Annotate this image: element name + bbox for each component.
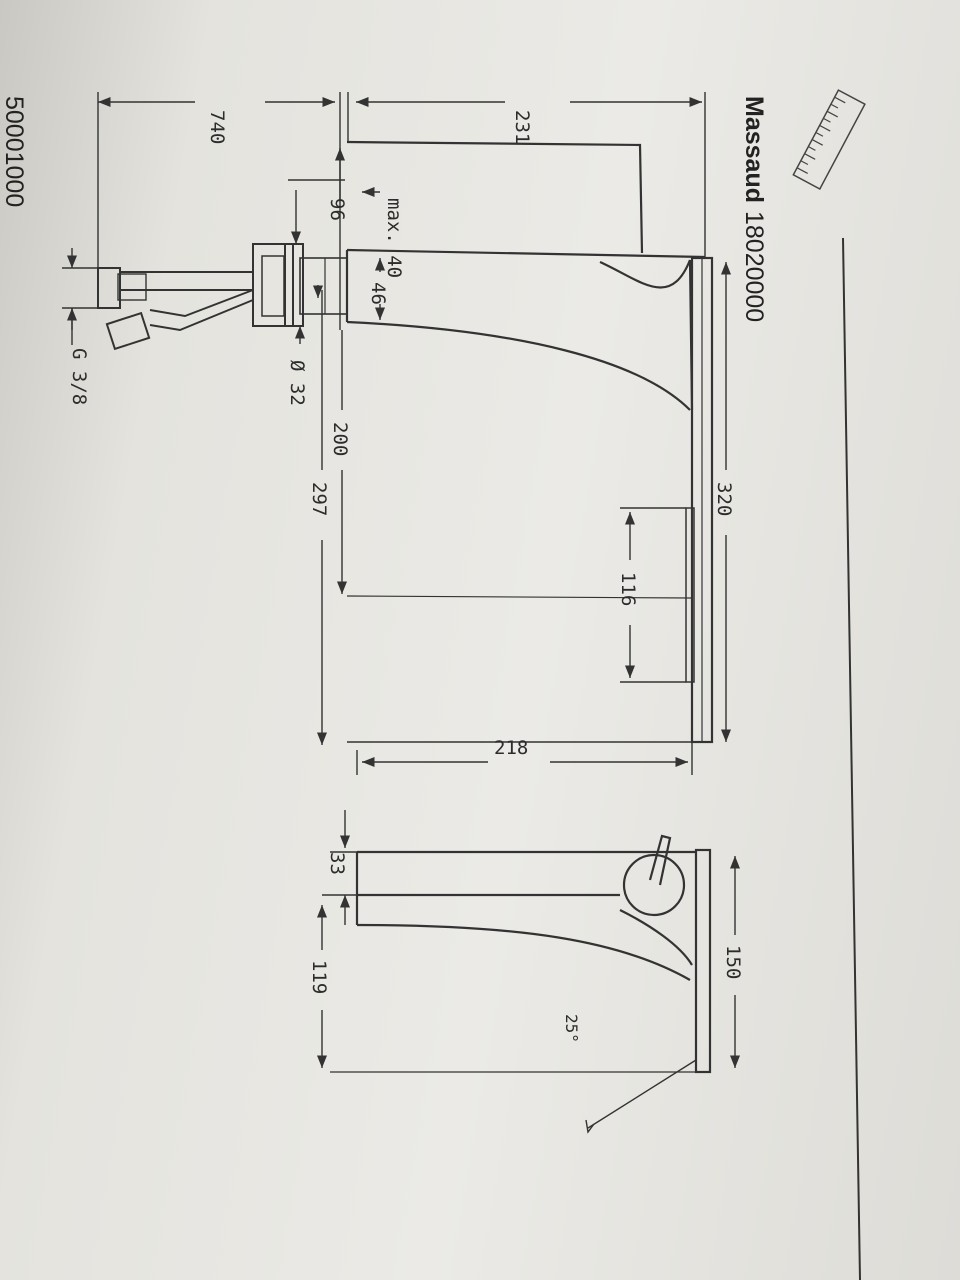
dim-46: 46 [367, 282, 389, 305]
dim-thread-g38: G 3/8 [68, 348, 90, 405]
dim-116: 116 [617, 572, 639, 606]
dim-119: 119 [308, 960, 330, 994]
dim-diameter-32: Ø 32 [286, 360, 308, 406]
product-title: Massaud 18020000 [740, 96, 768, 322]
page-border-line [842, 237, 861, 1280]
faucet-side-view [345, 140, 714, 744]
dim-297: 297 [308, 482, 330, 516]
article-number: 18020000 [740, 211, 768, 322]
dim-25-degrees: 25° [562, 1014, 581, 1043]
dimension-labels: 740 231 max. 40 96 46 Ø 32 G 3/8 200 297… [68, 110, 744, 1043]
dim-218: 218 [494, 737, 528, 759]
dim-320: 320 [713, 482, 735, 516]
supply-hoses [97, 267, 254, 351]
dimension-lines [62, 92, 741, 1068]
brand-name: Massaud [740, 96, 768, 203]
dim-96: 96 [326, 198, 348, 221]
dim-33: 33 [326, 852, 348, 875]
mounting-assembly [252, 243, 348, 327]
dim-max-40: max. 40 [383, 198, 405, 278]
dim-740: 740 [206, 110, 228, 144]
faucet-front-view [355, 834, 712, 1074]
dim-231: 231 [511, 110, 533, 144]
dim-150: 150 [722, 945, 744, 979]
dim-200: 200 [329, 422, 351, 456]
set-number: 50001000 [0, 96, 28, 207]
ruler-icon [792, 89, 866, 190]
